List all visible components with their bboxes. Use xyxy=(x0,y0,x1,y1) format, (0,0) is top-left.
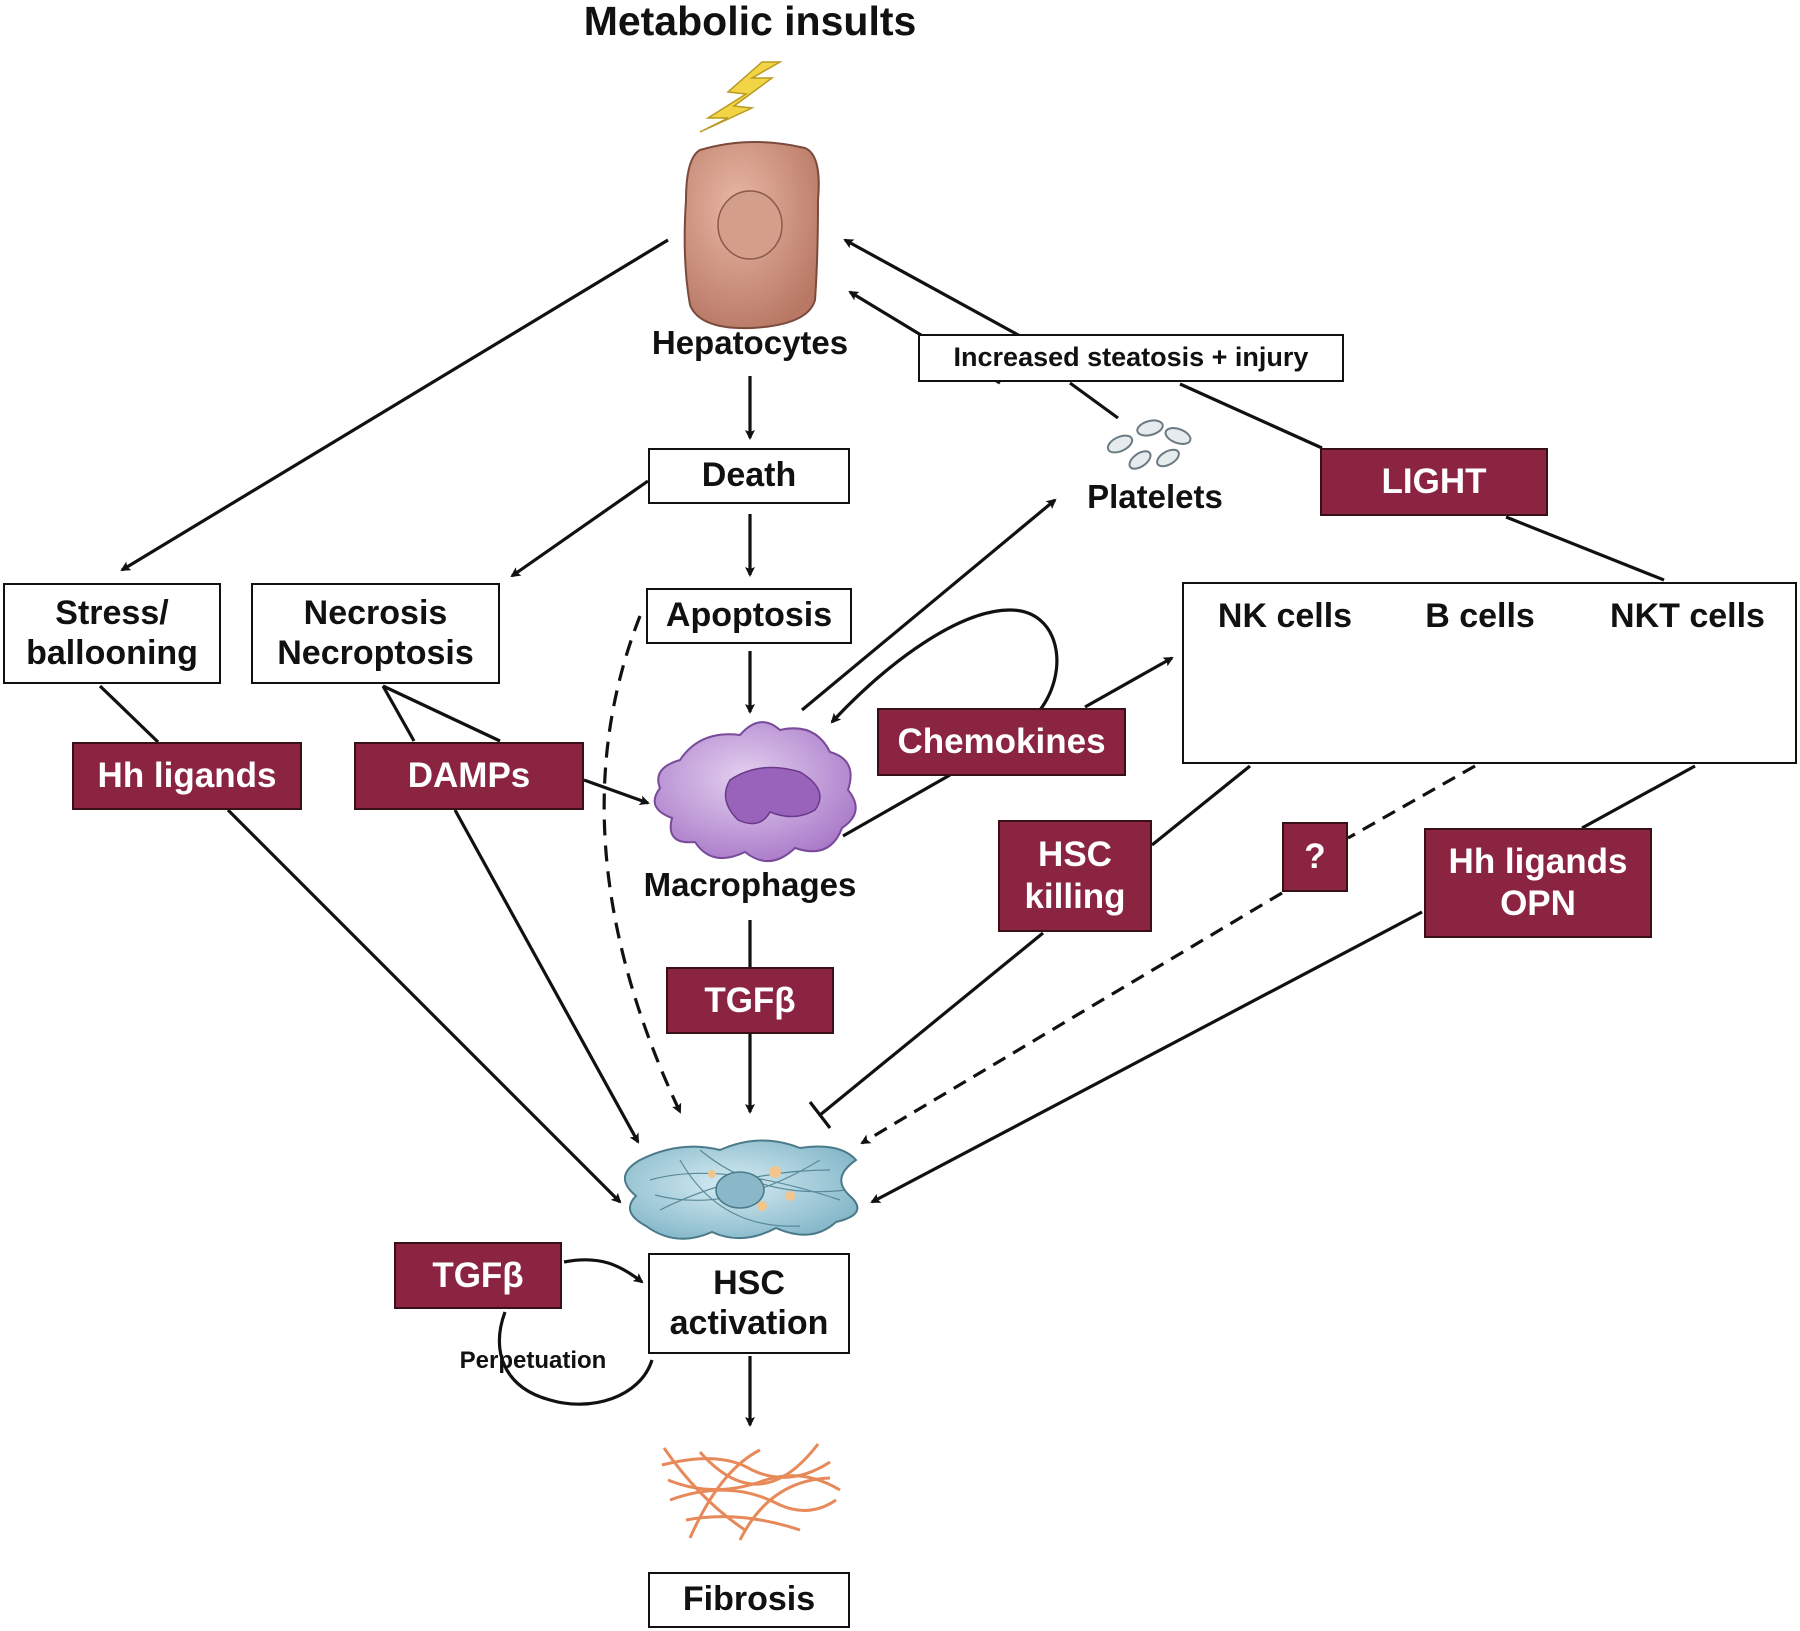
line-macrophages-to-chemokines xyxy=(842,773,951,838)
line-necrosis-to-damps-a xyxy=(381,685,416,742)
fibrosis-box: Fibrosis xyxy=(648,1572,850,1628)
arrow-macrophages-to-platelets xyxy=(800,498,1057,712)
arrow-hh-to-hsc xyxy=(226,808,622,1204)
arrow-hepatocytes-to-stress xyxy=(120,238,669,572)
inhibit-killing-to-hsc xyxy=(818,931,1045,1117)
arrow-chemokines-to-lymphocytes xyxy=(1084,656,1174,709)
arrow-hhopn-to-hsc xyxy=(870,910,1423,1204)
hsc-activation-box: HSC activation xyxy=(648,1253,850,1354)
nkt-cells-label: NKT cells xyxy=(1610,597,1765,635)
macrophages-label: Macrophages xyxy=(643,866,857,903)
arc-perpetuation xyxy=(497,1311,654,1406)
collagen-fibers-icon xyxy=(661,1443,841,1541)
arrow-chemokines-loop xyxy=(830,608,1059,724)
increased-steatosis-box: Increased steatosis + injury xyxy=(918,334,1344,382)
arrow-damps-to-hsc xyxy=(453,809,640,1144)
hsc-killing-box: HSC killing xyxy=(998,820,1152,932)
apoptosis-box: Apoptosis xyxy=(646,588,852,644)
platelets-icon xyxy=(1106,419,1192,470)
dashed-apoptosis-to-hsc xyxy=(602,615,682,1114)
tgfb-center-box: TGFβ xyxy=(666,967,834,1034)
chemokines-box: Chemokines xyxy=(877,708,1126,776)
perpetuation-label: Perpetuation xyxy=(459,1347,607,1374)
question-box: ? xyxy=(1282,822,1348,892)
arrow-steatosis-to-hepatocytes-a xyxy=(843,238,1021,338)
line-stress-to-hh xyxy=(98,684,160,744)
arrow-tgfb-loop xyxy=(563,1258,644,1284)
diagram-title: Metabolic insults xyxy=(583,0,917,44)
arrow-death-to-necrosis xyxy=(510,479,649,578)
hepatocyte-cell-icon xyxy=(683,140,820,330)
dashed-question-to-hsc xyxy=(860,891,1283,1145)
platelets-label: Platelets xyxy=(1087,478,1223,515)
death-box: Death xyxy=(648,448,850,504)
nk-cells-label: NK cells xyxy=(1217,597,1353,635)
dashed-b-to-question xyxy=(1347,764,1476,840)
necrosis-necroptosis-box: Necrosis Necroptosis xyxy=(251,583,500,684)
inhibit-bar xyxy=(808,1101,832,1129)
stellate-cell-icon xyxy=(624,1139,859,1240)
lymphocytes-box xyxy=(1182,582,1797,764)
line-light-to-steatosis xyxy=(1179,382,1323,450)
hh-ligands-box: Hh ligands xyxy=(72,742,302,810)
light-box: LIGHT xyxy=(1320,448,1548,516)
macrophage-cell-icon xyxy=(653,721,857,862)
line-nk-to-killing xyxy=(1150,764,1252,847)
arrow-damps-to-macrophages xyxy=(583,778,650,805)
line-nkt-to-hhopn xyxy=(1581,764,1696,830)
line-platelets-to-steatosis xyxy=(1069,381,1119,420)
lightning-bolt-icon xyxy=(699,61,783,133)
line-necrosis-to-damps-b xyxy=(382,684,501,743)
hepatocytes-label: Hepatocytes xyxy=(651,324,849,361)
b-cells-label: B cells xyxy=(1425,597,1535,635)
stress-ballooning-box: Stress/ ballooning xyxy=(3,583,221,684)
damps-box: DAMPs xyxy=(354,742,584,810)
hh-ligands-opn-box: Hh ligands OPN xyxy=(1424,828,1652,938)
line-nkt-to-light xyxy=(1505,515,1665,582)
tgfb-loop-box: TGFβ xyxy=(394,1242,562,1309)
